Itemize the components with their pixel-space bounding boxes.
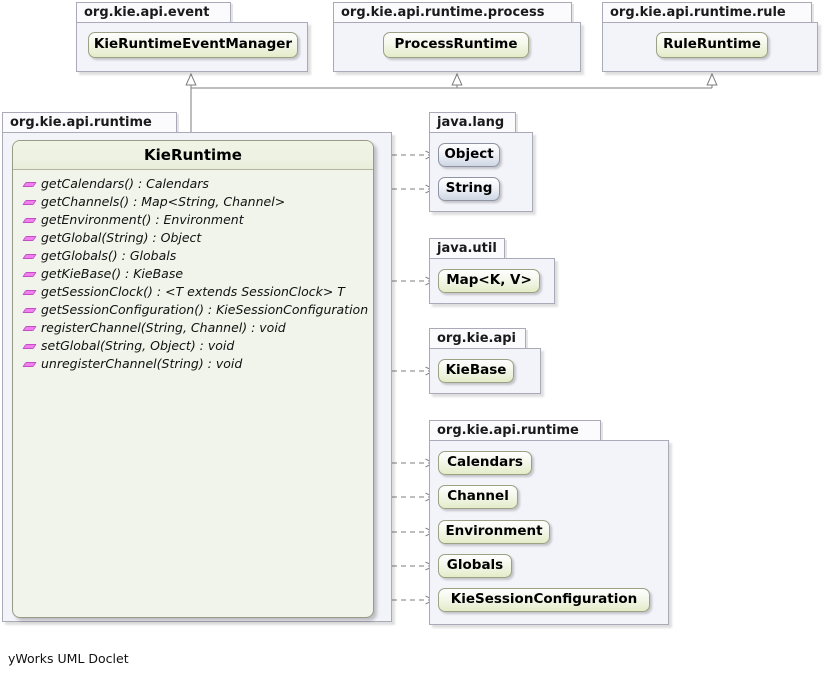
member-signature: getGlobals() : Globals bbox=[41, 248, 177, 263]
member-signature: getKieBase() : KieBase bbox=[41, 266, 184, 281]
package-label: org.kie.api.event bbox=[76, 2, 231, 23]
type-kiebase[interactable]: KieBase bbox=[438, 359, 514, 383]
member-signature: getSessionClock() : <T extends SessionCl… bbox=[41, 284, 345, 299]
package-label: org.kie.api bbox=[429, 328, 526, 349]
member-row[interactable]: getChannels() : Map<String, Channel> bbox=[13, 193, 373, 211]
public-method-icon bbox=[23, 358, 36, 371]
public-method-icon bbox=[23, 322, 36, 335]
package-org-kie-api: org.kie.api KieBase bbox=[429, 328, 541, 394]
member-row[interactable]: registerChannel(String, Channel) : void bbox=[13, 319, 373, 337]
type-channel[interactable]: Channel bbox=[438, 485, 518, 509]
type-calendars[interactable]: Calendars bbox=[438, 451, 532, 475]
package-org-kie-api-runtime-process: org.kie.api.runtime.process ProcessRunti… bbox=[333, 2, 581, 72]
member-row[interactable]: getGlobal(String) : Object bbox=[13, 229, 373, 247]
member-row[interactable]: getEnvironment() : Environment bbox=[13, 211, 373, 229]
member-row[interactable]: getKieBase() : KieBase bbox=[13, 265, 373, 283]
member-signature: getSessionConfiguration() : KieSessionCo… bbox=[41, 302, 369, 317]
member-row[interactable]: getCalendars() : Calendars bbox=[13, 175, 373, 193]
package-label: java.util bbox=[429, 238, 505, 259]
type-object[interactable]: Object bbox=[438, 143, 500, 167]
class-kieruntime-title: KieRuntime bbox=[13, 141, 373, 170]
package-label: org.kie.api.runtime.rule bbox=[602, 2, 812, 23]
public-method-icon bbox=[23, 178, 36, 191]
member-signature: getChannels() : Map<String, Channel> bbox=[41, 194, 286, 209]
type-kieruntimeeventmanager[interactable]: KieRuntimeEventManager bbox=[88, 32, 298, 58]
package-java-lang: java.lang Object String bbox=[429, 112, 533, 212]
package-org-kie-api-runtime-rule: org.kie.api.runtime.rule RuleRuntime bbox=[602, 2, 818, 72]
public-method-icon bbox=[23, 286, 36, 299]
type-kiesessionconfiguration[interactable]: KieSessionConfiguration bbox=[438, 588, 650, 612]
type-map[interactable]: Map<K, V> bbox=[438, 269, 540, 293]
public-method-icon bbox=[23, 232, 36, 245]
public-method-icon bbox=[23, 340, 36, 353]
package-label: org.kie.api.runtime bbox=[2, 112, 177, 133]
member-signature: getGlobal(String) : Object bbox=[41, 230, 202, 245]
member-signature: getEnvironment() : Environment bbox=[41, 212, 244, 227]
package-label: java.lang bbox=[429, 112, 516, 133]
member-row[interactable]: getSessionConfiguration() : KieSessionCo… bbox=[13, 301, 373, 319]
public-method-icon bbox=[23, 196, 36, 209]
public-method-icon bbox=[23, 214, 36, 227]
public-method-icon bbox=[23, 268, 36, 281]
member-signature: registerChannel(String, Channel) : void bbox=[41, 320, 286, 335]
class-kieruntime-members: getCalendars() : Calendars getChannels()… bbox=[13, 170, 373, 373]
type-environment[interactable]: Environment bbox=[438, 520, 550, 544]
package-org-kie-api-event: org.kie.api.event KieRuntimeEventManager bbox=[76, 2, 308, 72]
member-signature: getCalendars() : Calendars bbox=[41, 176, 209, 191]
member-signature: setGlobal(String, Object) : void bbox=[41, 338, 235, 353]
type-string[interactable]: String bbox=[438, 177, 500, 201]
package-label: org.kie.api.runtime.process bbox=[333, 2, 572, 23]
type-processruntime[interactable]: ProcessRuntime bbox=[383, 32, 529, 58]
type-ruleruntime[interactable]: RuleRuntime bbox=[656, 32, 768, 58]
class-kieruntime[interactable]: KieRuntime getCalendars() : Calendars ge… bbox=[12, 140, 374, 618]
generator-footer: yWorks UML Doclet bbox=[8, 651, 129, 666]
member-row[interactable]: setGlobal(String, Object) : void bbox=[13, 337, 373, 355]
public-method-icon bbox=[23, 250, 36, 263]
member-row[interactable]: getSessionClock() : <T extends SessionCl… bbox=[13, 283, 373, 301]
type-globals[interactable]: Globals bbox=[438, 554, 512, 578]
public-method-icon bbox=[23, 304, 36, 317]
member-signature: unregisterChannel(String) : void bbox=[41, 356, 243, 371]
package-java-util: java.util Map<K, V> bbox=[429, 238, 555, 304]
package-org-kie-api-runtime-right: org.kie.api.runtime Calendars Channel En… bbox=[429, 420, 669, 625]
package-label: org.kie.api.runtime bbox=[429, 420, 601, 441]
member-row[interactable]: unregisterChannel(String) : void bbox=[13, 355, 373, 373]
member-row[interactable]: getGlobals() : Globals bbox=[13, 247, 373, 265]
